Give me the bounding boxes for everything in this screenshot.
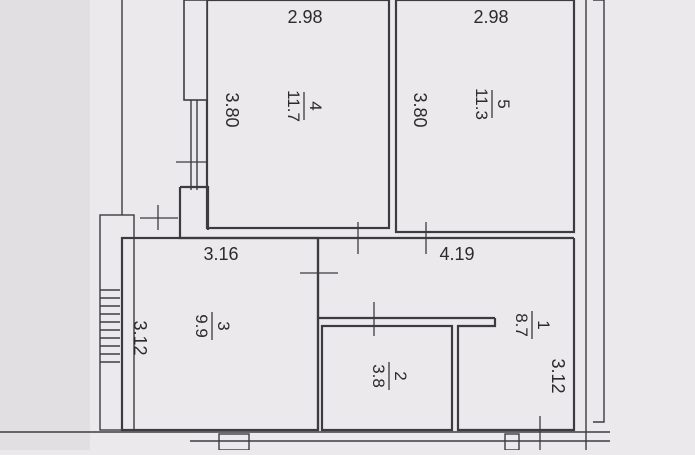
room-1-label: 1 8.7 [512,311,553,339]
room-3-outline [120,236,320,432]
room-2-number: 2 [391,371,410,380]
room-1-height: 3.12 [548,358,568,393]
room-3-width: 3.16 [203,244,238,264]
room-4-outline [205,0,391,230]
room-1-number: 1 [534,320,553,329]
room-5-height: 3.80 [410,92,430,127]
room-4-number: 4 [306,101,325,110]
room-2-label: 2 3.8 [369,362,410,390]
room-4-width: 2.98 [287,7,322,27]
room-1: 4.19 3.12 1 8.7 [439,238,576,450]
room-2: 2 3.8 [320,324,454,432]
room-5-area: 11.3 [472,88,491,120]
room-1-width: 4.19 [439,244,474,264]
room-4: 2.98 3.80 4 11.7 [176,0,391,230]
room-4-height: 3.80 [222,92,242,127]
room-4-area: 11.7 [284,90,303,122]
room-5-number: 5 [494,99,513,108]
room-5-label: 5 11.3 [472,88,513,120]
room-3-number: 3 [214,321,233,330]
room-5-outline [394,0,576,234]
room-3-label: 3 9.9 [192,312,233,340]
room-3-window [100,289,120,363]
room-5-width: 2.98 [473,7,508,27]
room-2-outline [320,324,454,432]
room-3-area: 9.9 [192,314,211,338]
room-4-label: 4 11.7 [284,90,325,122]
paper-shadow [0,0,90,450]
room-3-height: 3.12 [130,320,150,355]
room-1-area: 8.7 [512,313,531,337]
room-1-outline [456,238,576,432]
room-5: 2.98 3.80 5 11.3 [394,0,576,234]
room-3: 3.16 3.12 3 9.9 [99,214,320,432]
room-4-balcony-wall [183,0,208,101]
room-2-area: 3.8 [369,364,388,388]
